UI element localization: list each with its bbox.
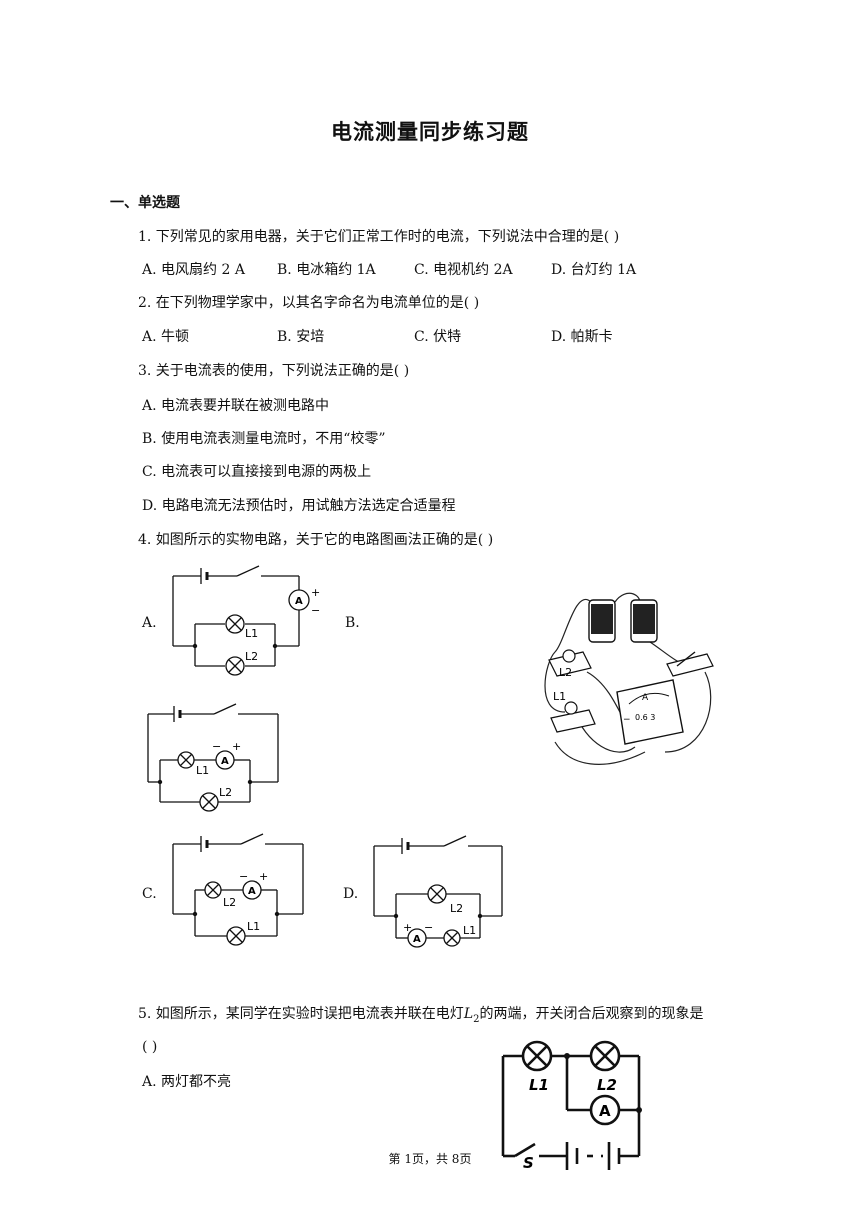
minus-sign: − <box>424 921 433 934</box>
question-1-stem: 1. 下列常见的家用电器，关于它们正常工作时的电流，下列说法中合理的是( ) <box>138 229 620 245</box>
ammeter-label: A <box>295 596 303 607</box>
minus-sign: − <box>311 604 320 617</box>
minus-sign: − <box>239 870 248 883</box>
circuit-diagram-q5: A L1 L2 S <box>501 1040 642 1170</box>
l2-label: L2 <box>219 786 232 799</box>
q2-option-b: B. 安培 <box>277 329 325 345</box>
minus-sign: − <box>212 740 221 753</box>
l1-label: L1 <box>463 924 476 937</box>
circuit-diagram-a: A + − L1 L2 <box>172 565 320 676</box>
l2-label: L2 <box>245 650 258 663</box>
l2-label: L2 <box>450 902 463 915</box>
q1-option-c: C. 电视机约 2A <box>414 262 513 278</box>
plus-sign: + <box>232 740 241 753</box>
l1-label: L1 <box>529 1076 549 1094</box>
bulb-icon <box>564 701 578 715</box>
physical-circuit-photo: L2 L1 A − 0.6 3 <box>525 582 727 774</box>
l2-label: L2 <box>597 1076 617 1094</box>
circuit-diagram-c: A − + L2 L1 <box>172 833 304 946</box>
question-5-stem: 5. 如图所示，某同学在实验时误把电流表并联在电灯L2的两端，开关闭合后观察到的… <box>138 1006 704 1025</box>
switch-label: S <box>523 1154 534 1170</box>
q5-option-a: A. 两灯都不亮 <box>142 1074 232 1090</box>
q1-option-d: D. 台灯约 1A <box>551 262 637 278</box>
q4-label-b: B. <box>345 615 360 631</box>
ammeter-label: A <box>248 886 256 897</box>
ammeter-label: A <box>599 1102 611 1120</box>
ammeter-device <box>616 679 684 745</box>
q4-label-c: C. <box>142 886 157 902</box>
section-heading: 一、单选题 <box>110 195 180 211</box>
q4-label-a: A. <box>142 615 157 631</box>
page-footer: 第 1页，共 8页 <box>388 1152 472 1166</box>
plus-sign: + <box>311 586 320 599</box>
q2-option-d: D. 帕斯卡 <box>551 329 613 345</box>
ammeter-label: A <box>221 756 229 767</box>
l2-label: L2 <box>223 896 236 909</box>
q3-option-a: A. 电流表要并联在被测电路中 <box>142 398 330 414</box>
q5-answer-paren: ( ) <box>142 1039 158 1055</box>
q3-option-b: B. 使用电流表测量电流时，不用“校零” <box>142 431 386 447</box>
l1-label: L1 <box>247 920 260 933</box>
q3-option-c: C. 电流表可以直接接到电源的两极上 <box>142 464 372 480</box>
q2-option-a: A. 牛顿 <box>142 329 190 345</box>
minus-sign: − <box>623 715 631 725</box>
switch-icon <box>666 653 714 677</box>
q3-option-d: D. 电路电流无法预估时，用试触方法选定合适量程 <box>142 498 456 514</box>
l1-label: L1 <box>553 690 566 703</box>
ammeter-label: A <box>642 693 649 703</box>
question-4-stem: 4. 如图所示的实物电路，关于它的电路图画法正确的是( ) <box>138 532 494 548</box>
bulb-icon <box>562 649 576 663</box>
question-3-stem: 3. 关于电流表的使用，下列说法正确的是( ) <box>138 363 410 379</box>
q4-label-d: D. <box>343 886 359 902</box>
bulb-holder-l1 <box>550 709 596 733</box>
plus-sign: + <box>403 921 412 934</box>
l1-label: L1 <box>196 764 209 777</box>
page-title: 电流测量同步练习题 <box>331 119 529 144</box>
scale-label: 0.6 3 <box>635 713 655 722</box>
circuit-diagram-d: A + − L2 L1 <box>373 835 503 948</box>
circuit-diagram-b: A − + L1 L2 <box>147 703 279 812</box>
l1-label: L1 <box>245 627 258 640</box>
q1-option-b: B. 电冰箱约 1A <box>277 262 376 278</box>
plus-sign: + <box>259 870 268 883</box>
q1-option-a: A. 电风扇约 2 A <box>142 262 245 278</box>
q2-option-c: C. 伏特 <box>414 329 462 345</box>
question-2-stem: 2. 在下列物理学家中，以其名字命名为电流单位的是( ) <box>138 295 480 311</box>
l2-label: L2 <box>559 666 572 679</box>
ammeter-label: A <box>413 934 421 945</box>
